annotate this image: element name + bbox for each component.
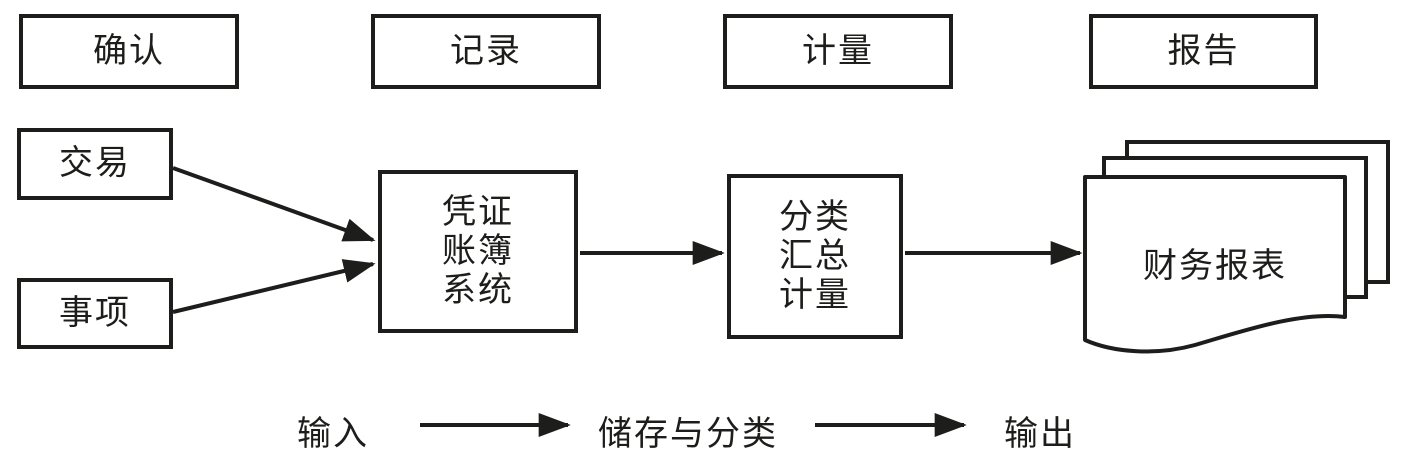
- flow-label-store-classify: 储存与分类: [598, 416, 778, 451]
- stage-box-recording: 记录: [371, 14, 601, 89]
- system-box-line-2: 账簿: [442, 232, 514, 270]
- stage-box-measurement: 计量: [723, 14, 953, 89]
- document-stack: [1083, 140, 1390, 354]
- stage-label-recording: 记录: [450, 32, 522, 70]
- document-sheet-front: [1083, 175, 1347, 354]
- stage-label-measurement: 计量: [802, 32, 874, 70]
- classify-summarize-measure-box: 分类 汇总 计量: [727, 174, 903, 339]
- measure-box-line-3: 计量: [779, 277, 851, 315]
- flow-label-output: 输出: [1004, 416, 1076, 451]
- stage-box-reporting: 报告: [1089, 14, 1318, 89]
- arrow-events-to-system: [172, 259, 376, 314]
- arrow-transactions-to-system: [172, 166, 376, 242]
- stage-label-reporting: 报告: [1167, 32, 1240, 70]
- measure-box-line-1: 分类: [779, 198, 851, 236]
- system-box-line-3: 系统: [442, 272, 514, 310]
- stage-label-recognition: 确认: [93, 32, 165, 70]
- input-label-transactions: 交易: [59, 145, 131, 183]
- voucher-ledger-system-box: 凭证 账簿 系统: [378, 170, 578, 333]
- system-box-line-1: 凭证: [442, 193, 514, 231]
- input-box-transactions: 交易: [17, 128, 173, 200]
- financial-statements-label: 财务报表: [1143, 248, 1287, 285]
- input-box-events: 事项: [17, 278, 173, 349]
- measure-box-line-2: 汇总: [779, 237, 851, 275]
- input-label-events: 事项: [59, 294, 131, 332]
- stage-box-recognition: 确认: [19, 14, 239, 89]
- flow-label-input: 输入: [297, 416, 369, 451]
